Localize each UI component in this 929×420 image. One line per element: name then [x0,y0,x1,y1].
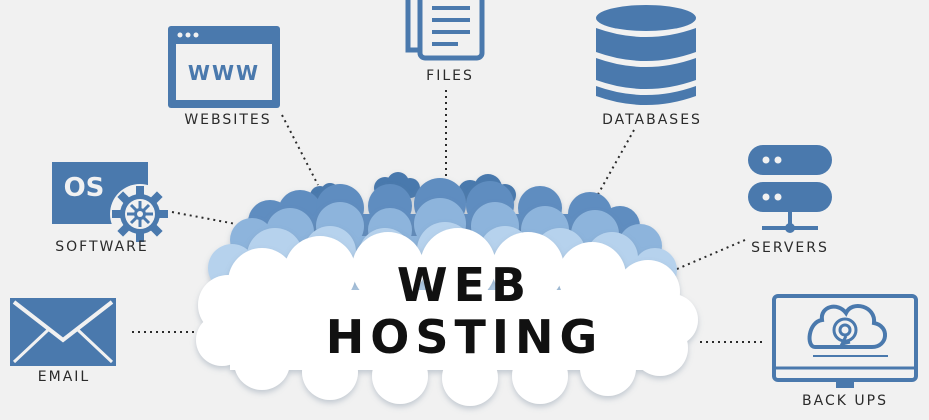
www-icon-text: WWW [188,61,260,85]
www-window-icon: WWW [168,26,280,108]
files-icon [405,0,485,61]
label-software: SOFTWARE [55,239,149,255]
web-hosting-cloud [196,172,698,406]
label-email: EMAIL [37,369,91,385]
connector-websites [281,114,319,186]
label-databases: DATABASES [602,112,702,128]
database-icon [596,5,696,105]
servers-icon [748,145,832,233]
connector-lines [132,90,765,343]
connector-databases [591,129,635,206]
title-line-hosting: HOSTING [325,310,604,364]
label-websites: WEBSITES [184,112,272,128]
os-gear-icon: OS [52,162,170,244]
connector-servers [669,239,746,273]
cloud-layer-white [196,228,698,406]
label-servers: SERVERS [751,240,829,256]
label-files: FILES [426,68,474,84]
label-backups: BACK UPS [802,393,888,409]
connector-software [171,211,237,225]
title-line-web: WEB [396,258,533,312]
backup-monitor-icon [772,294,918,388]
envelope-icon [10,298,116,366]
os-icon-text: OS [64,173,105,203]
